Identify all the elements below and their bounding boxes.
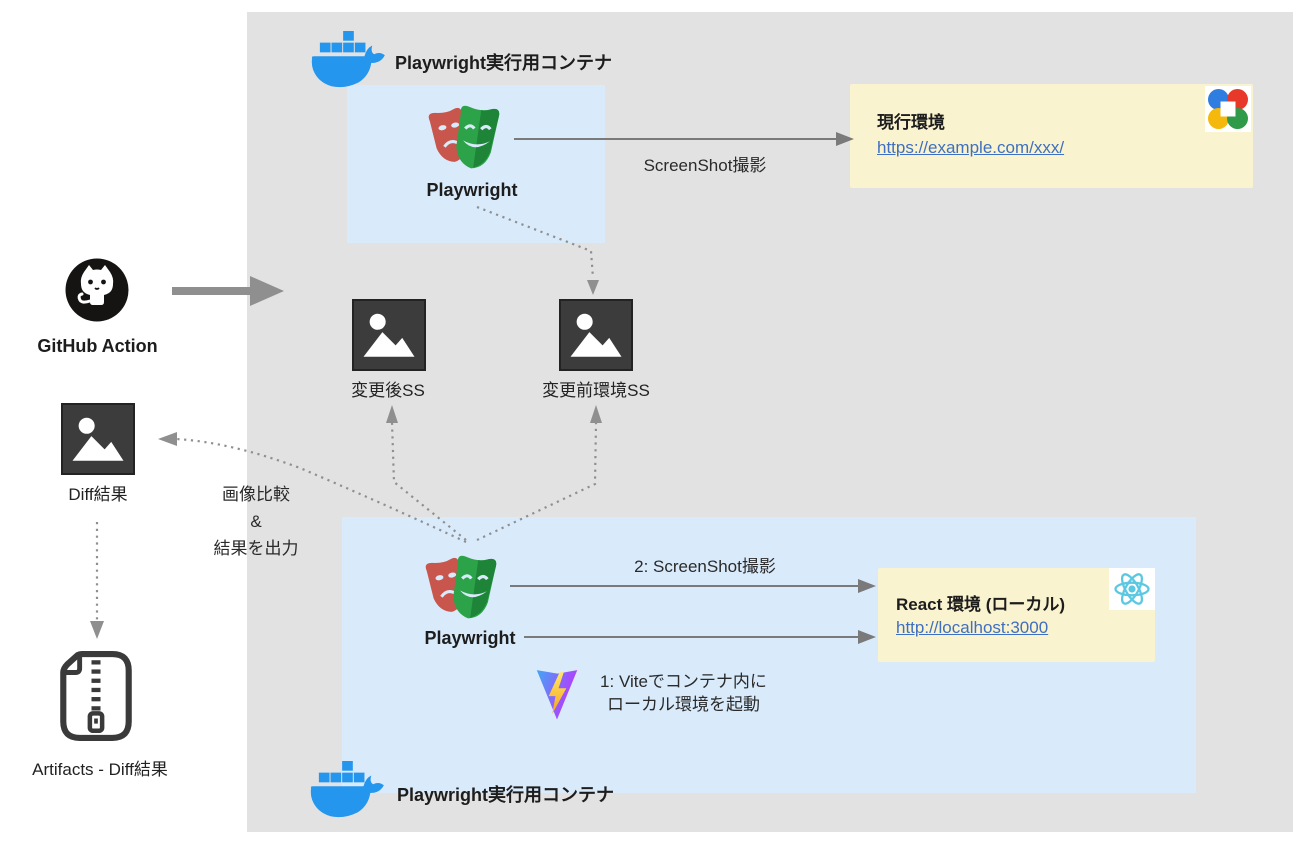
- top-playwright-label: Playwright: [426, 180, 518, 200]
- playwright-masks-icon: [426, 103, 510, 175]
- docker-icon-bottom: [309, 761, 385, 825]
- before-screenshot-icon: [559, 299, 633, 371]
- react-env-link[interactable]: http://localhost:3000: [896, 618, 1049, 637]
- artifacts-label: Artifacts - Diff結果: [32, 760, 168, 779]
- prod-env-link[interactable]: https://example.com/xxx/: [877, 138, 1065, 157]
- compare-line2: &: [250, 512, 262, 531]
- top-screenshot-flow-label: ScreenShot撮影: [643, 156, 767, 175]
- react-env-box: React 環境 (ローカル) http://localhost:3000: [878, 568, 1155, 662]
- vite-note: 1: Viteでコンテナ内に ローカル環境を起動: [586, 670, 781, 716]
- diff-label: Diff結果: [68, 485, 128, 504]
- web-app-icon: [1205, 86, 1251, 132]
- top-container-title: Playwright実行用コンテナ: [395, 53, 613, 73]
- bottom-playwright-label: Playwright: [424, 628, 516, 648]
- after-screenshot-label: 変更後SS: [351, 381, 425, 400]
- vite-icon: [536, 667, 578, 721]
- after-screenshot-icon: [352, 299, 426, 371]
- bottom-container-title: Playwright実行用コンテナ: [397, 785, 615, 805]
- github-octocat-icon: [62, 257, 132, 325]
- prod-env-box: 現行環境 https://example.com/xxx/: [850, 84, 1253, 188]
- before-screenshot-label: 変更前環境SS: [542, 381, 650, 400]
- compare-note: 画像比較 & 結果を出力: [186, 481, 326, 562]
- compare-line1: 画像比較: [222, 485, 290, 504]
- bottom-screenshot-flow-label: 2: ScreenShot撮影: [634, 557, 776, 576]
- playwright-masks-icon-bottom: [423, 553, 507, 625]
- github-action-label: GitHub Action: [37, 336, 158, 356]
- diff-screenshot-icon: [61, 403, 135, 475]
- prod-env-title: 現行環境: [877, 113, 945, 132]
- react-icon: [1109, 568, 1155, 610]
- vite-note-line2: ローカル環境を起動: [607, 695, 760, 714]
- docker-icon: [310, 31, 386, 95]
- zip-artifact-icon: [57, 650, 135, 742]
- react-env-title: React 環境 (ローカル): [896, 595, 1066, 614]
- compare-line3: 結果を出力: [213, 539, 299, 558]
- vite-note-line1: 1: Viteでコンテナ内に: [600, 672, 767, 691]
